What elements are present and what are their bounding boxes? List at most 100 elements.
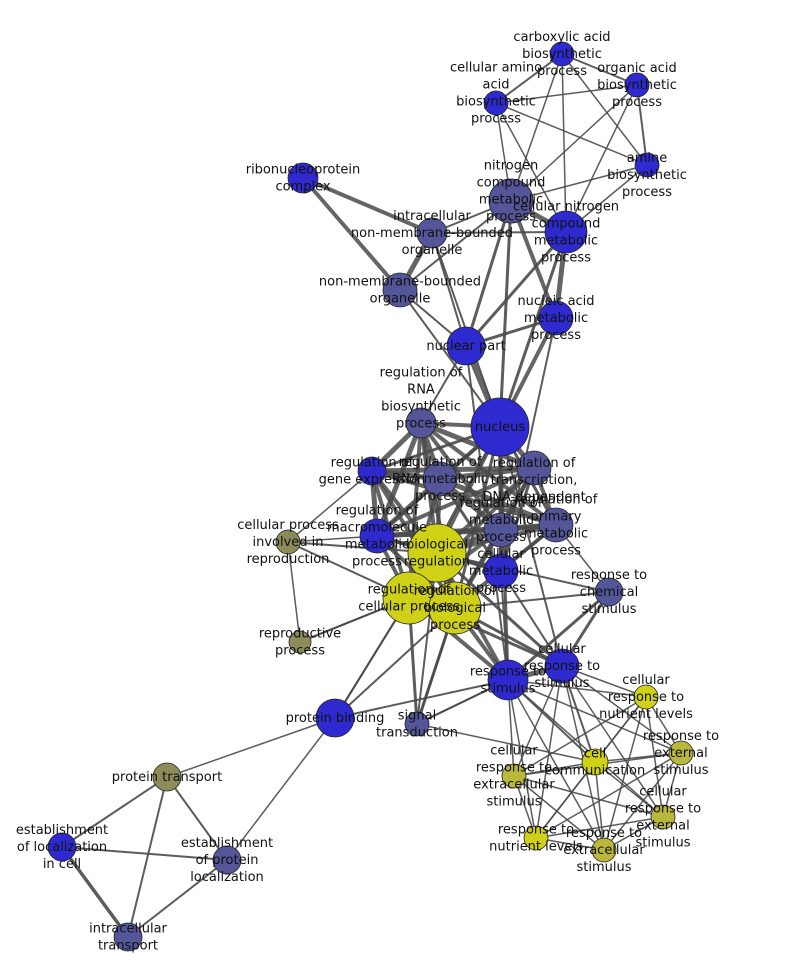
node-nitrogen[interactable] (488, 178, 534, 224)
node-label-line: of localization (17, 840, 107, 855)
node-regprimary[interactable] (538, 507, 574, 543)
node-label-line: response to (643, 729, 719, 744)
node-carboxylic[interactable] (549, 41, 575, 67)
node-label-line: in cell (43, 857, 81, 872)
node-nmbo[interactable] (382, 272, 418, 308)
node-estloc[interactable] (47, 832, 77, 862)
node-signal[interactable] (404, 711, 430, 737)
node-label-line: organic acid (597, 61, 676, 76)
node-nucleus[interactable] (470, 397, 530, 457)
node-label-line: nitrogen (484, 159, 538, 174)
node-label-line: process (622, 185, 672, 200)
node-label-line: RNA (407, 383, 435, 398)
node-label-line: cellular process (237, 518, 339, 533)
node-protbind[interactable] (315, 698, 355, 738)
node-amino[interactable] (483, 90, 509, 116)
node-protran[interactable] (152, 762, 182, 792)
edge-carboxylic-amine (561, 53, 648, 166)
node-label-line: response to (625, 802, 701, 817)
node-respstim[interactable] (487, 659, 529, 701)
node-estprot[interactable] (212, 845, 242, 875)
node-label-nuclearpart: nuclear part (426, 339, 505, 354)
node-cellrespext[interactable] (650, 804, 676, 830)
node-label-line: biosynthetic (456, 95, 536, 110)
node-label-line: external (636, 819, 690, 834)
node-cellresp[interactable] (544, 648, 580, 684)
node-bioreg[interactable] (407, 523, 467, 583)
node-label-line: metabolic (534, 234, 598, 249)
node-respextra[interactable] (591, 837, 617, 863)
node-label-line: nutrient levels (599, 707, 693, 722)
node-label-line: process (531, 544, 581, 559)
node-label-line: biological (406, 538, 468, 553)
node-nuclearpart[interactable] (446, 326, 486, 366)
node-regmetabolic[interactable] (483, 512, 519, 548)
node-label-line: reproduction (247, 552, 330, 567)
node-ribonucleo[interactable] (287, 162, 319, 194)
edge-cellmetab-cellresp (500, 570, 563, 667)
node-label-line: cellular (538, 642, 586, 657)
node-label-line: intracellular (393, 209, 471, 224)
node-cellrespnutr[interactable] (633, 684, 659, 710)
node-intracellnmbo[interactable] (416, 217, 448, 249)
node-label-line: localization (190, 870, 264, 885)
node-regtrans[interactable] (516, 450, 552, 486)
edge-carboxylic-amino (495, 53, 563, 104)
node-cellprocrepro[interactable] (275, 529, 301, 555)
edge-cellnitrogen-nucleus (498, 230, 568, 429)
node-respext[interactable] (668, 740, 694, 766)
node-label-line: process (396, 417, 446, 432)
node-label-line: biosynthetic (607, 168, 687, 183)
node-label-cellprocrepro: cellular process involved in reproduction (237, 518, 339, 567)
node-label-line: communication (545, 764, 646, 779)
node-respnutr[interactable] (523, 825, 549, 851)
node-label-line: biosynthetic (597, 78, 677, 93)
edge-cellcomm-respnutr (535, 761, 596, 839)
node-amine[interactable] (634, 152, 660, 178)
node-regrnamet[interactable] (422, 461, 458, 497)
node-label-line: process (486, 210, 536, 225)
node-reproproc[interactable] (288, 630, 312, 654)
node-label-line: metabolic (469, 513, 533, 528)
node-respchem[interactable] (594, 577, 624, 607)
node-regmacro[interactable] (359, 518, 395, 554)
node-cellrespextra[interactable] (501, 763, 527, 789)
edge-estloc-intratran (60, 845, 130, 939)
node-regbioproc[interactable] (428, 581, 482, 635)
node-regrna[interactable] (405, 407, 437, 439)
node-cellmetab[interactable] (483, 553, 519, 589)
edge-protbind-regbioproc (334, 607, 456, 719)
node-label-line: involved in (252, 535, 323, 550)
edge-cellcomm-cellrespextra (513, 761, 596, 777)
edge-amino-cellnitrogen (495, 102, 567, 233)
node-label-line: cellular amino (450, 61, 542, 76)
node-label-line: nucleus (475, 420, 525, 435)
node-label-line: process (415, 489, 465, 504)
node-label-line: cellular process (358, 600, 460, 615)
node-label-line: of protein (196, 853, 259, 868)
node-reggene[interactable] (357, 456, 387, 486)
node-cellnitrogen[interactable] (544, 210, 588, 254)
node-organic[interactable] (624, 72, 650, 98)
node-label-line: DNA-dependent (482, 490, 585, 505)
node-nucleicacid[interactable] (538, 300, 574, 336)
edge-cellprocrepro-reggene (287, 470, 373, 543)
node-label-line: extracellular (473, 778, 555, 793)
node-cellcomm[interactable] (581, 748, 609, 776)
edge-ribonucleo-nmbo (301, 176, 402, 292)
edge-cellprocrepro-reproproc (287, 541, 301, 643)
node-intratran[interactable] (113, 922, 143, 952)
